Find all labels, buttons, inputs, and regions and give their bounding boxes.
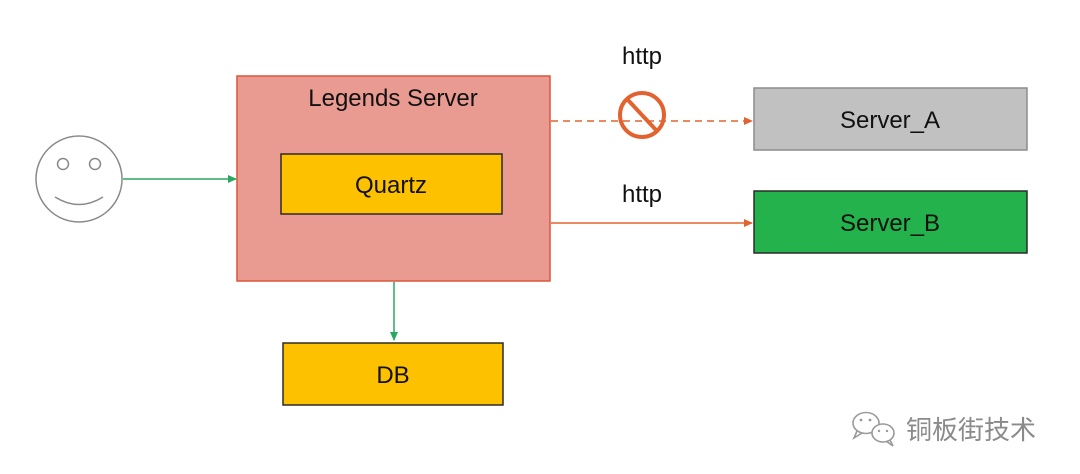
quartz-box: Quartz bbox=[280, 153, 503, 215]
server-a-box: Server_A bbox=[753, 87, 1028, 151]
db-box: DB bbox=[282, 342, 504, 406]
user-smiley-icon bbox=[35, 135, 123, 223]
http-label-server-b: http bbox=[622, 181, 662, 208]
server-a-label: Server_A bbox=[840, 107, 940, 134]
db-label: DB bbox=[376, 362, 409, 389]
http-label-server-a: http bbox=[622, 43, 662, 70]
server-b-box: Server_B bbox=[753, 190, 1028, 254]
watermark: 铜板街技术 bbox=[852, 411, 1036, 447]
quartz-label: Quartz bbox=[355, 172, 427, 199]
watermark-text: 铜板街技术 bbox=[906, 416, 1036, 446]
blocked-icon bbox=[618, 91, 666, 139]
legends-server-label: Legends Server bbox=[308, 85, 477, 112]
wechat-icon bbox=[852, 411, 895, 447]
server-b-label: Server_B bbox=[840, 210, 940, 237]
